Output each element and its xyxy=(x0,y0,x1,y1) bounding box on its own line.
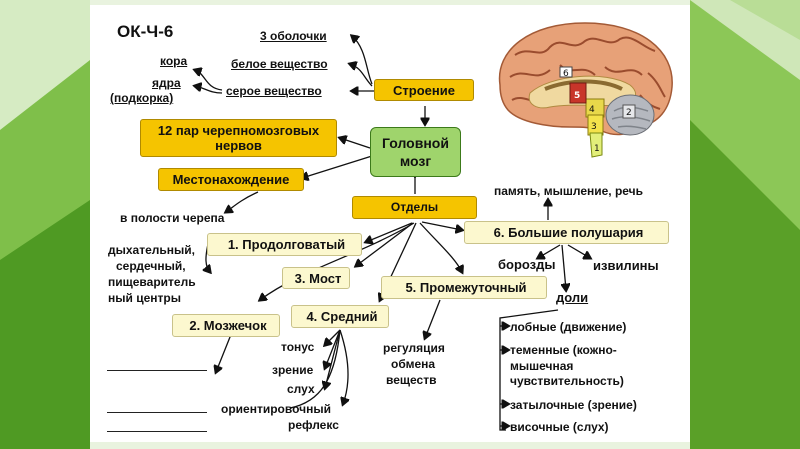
hemispheres-function: память, мышление, речь xyxy=(494,184,644,198)
structure-item: белое вещество xyxy=(231,57,328,71)
gray-matter-item: (подкорка) xyxy=(110,91,174,105)
nerves-line: 12 пар черепномозговых xyxy=(157,123,320,138)
brain-label: 1 xyxy=(594,144,600,154)
hemispheres-feature: извилины xyxy=(593,258,659,273)
nerves-box: 12 пар черепномозговых нервов xyxy=(140,119,337,157)
nerves-line: нервов xyxy=(215,138,262,153)
center-node: Головной мозг xyxy=(370,127,461,177)
location-box: Местонахождение xyxy=(158,168,304,191)
blank-line xyxy=(107,412,207,413)
brain-label: 3 xyxy=(591,122,597,132)
section-cerebellum: 2. Мозжечок xyxy=(172,314,280,337)
page-title: ОК-Ч-6 xyxy=(117,22,174,41)
section-hemispheres: 6. Большие полушария xyxy=(464,221,669,244)
hemispheres-feature: борозды xyxy=(498,257,556,272)
medulla-center: дыхательный, xyxy=(108,243,195,257)
diencephalon-function: обмена xyxy=(391,357,436,371)
center-line: Головной xyxy=(382,135,449,151)
diencephalon-function: веществ xyxy=(386,373,437,387)
structure-item: серое вещество xyxy=(226,84,322,98)
medulla-center: пищеваритель xyxy=(108,275,196,289)
midbrain-function: ориентировочный xyxy=(221,402,331,416)
brain-label: 6 xyxy=(563,69,569,79)
lobe-item: лобные (движение) xyxy=(510,320,627,334)
brain-label: 2 xyxy=(626,108,632,118)
blank-line xyxy=(107,431,207,432)
midbrain-function: слух xyxy=(287,382,315,396)
section-medulla: 1. Продолговатый xyxy=(207,233,362,256)
lobe-item: мышечная xyxy=(510,359,574,373)
lobe-item: чувствительность) xyxy=(510,374,624,388)
medulla-center: ный центры xyxy=(108,291,181,305)
hemispheres-lobes: доли xyxy=(556,290,589,305)
brain-illustration: 6 5 4 3 2 1 xyxy=(498,22,673,158)
medulla-center: сердечный, xyxy=(116,259,186,273)
blank-line xyxy=(107,370,207,371)
section-midbrain: 4. Средний xyxy=(291,305,389,328)
lobe-item: височные (слух) xyxy=(510,420,609,434)
brain-label: 5 xyxy=(574,91,580,101)
brain-label: 4 xyxy=(589,105,595,115)
sections-box: Отделы xyxy=(352,196,477,219)
section-diencephalon: 5. Промежуточный xyxy=(381,276,547,299)
gray-matter-item: кора xyxy=(160,54,188,68)
lobe-item: теменные (кожно- xyxy=(510,343,617,357)
midbrain-function: тонус xyxy=(281,340,315,354)
location-answer: в полости черепа xyxy=(120,211,225,225)
midbrain-function: зрение xyxy=(272,363,314,377)
midbrain-function: рефлекс xyxy=(288,418,339,432)
structure-item: 3 оболочки xyxy=(260,29,327,43)
structure-box: Строение xyxy=(374,79,474,101)
gray-matter-item: ядра xyxy=(152,76,181,90)
section-pons: 3. Мост xyxy=(282,267,350,289)
lobe-item: затылочные (зрение) xyxy=(510,398,637,412)
center-line: мозг xyxy=(399,153,432,169)
diencephalon-function: регуляция xyxy=(383,341,445,355)
